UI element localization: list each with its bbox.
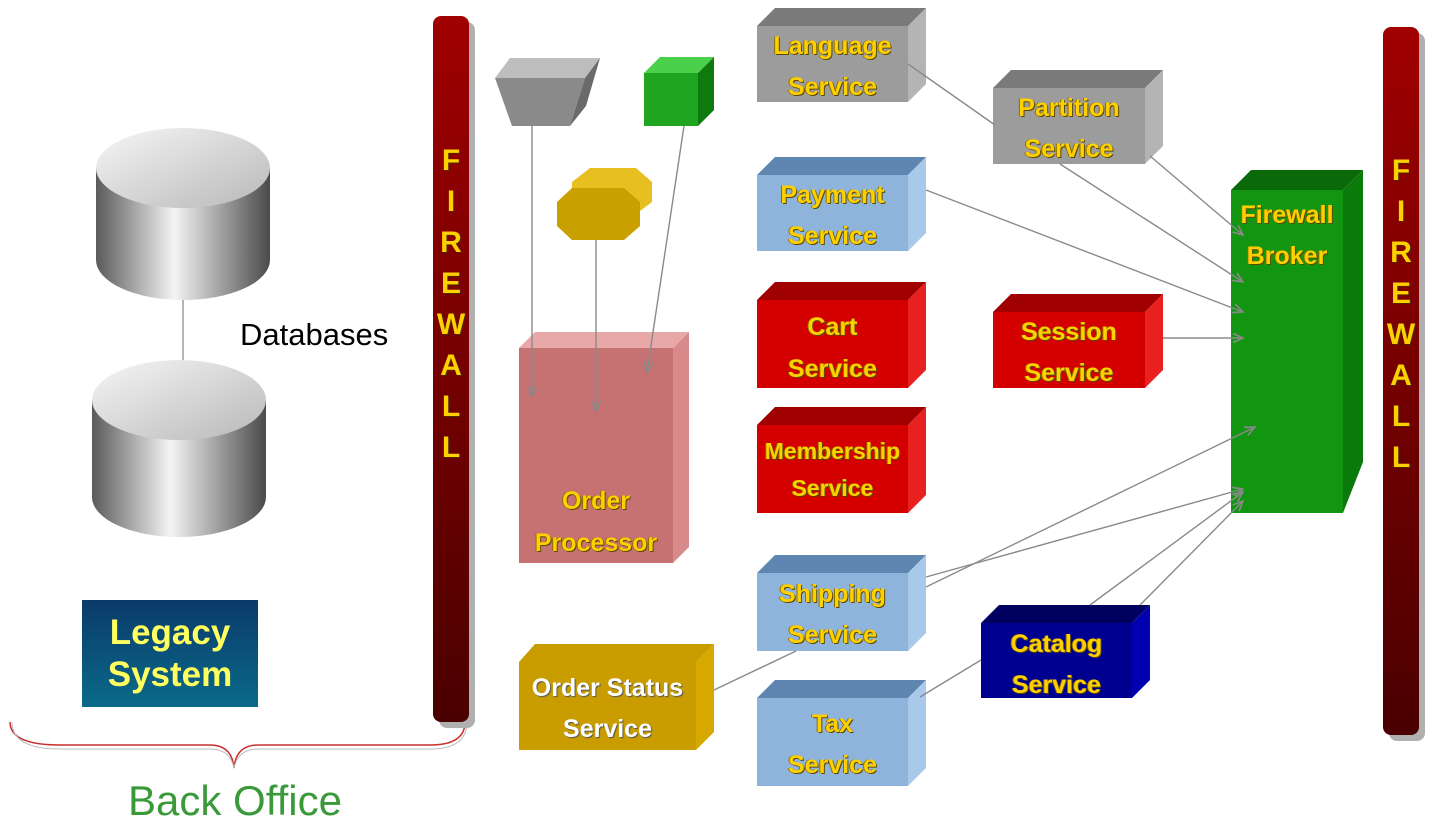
label-line: Payment <box>780 181 885 209</box>
green-cube-component <box>644 57 714 126</box>
shipping-service-label: Shipping Service <box>757 574 908 656</box>
fw-right-letter: I <box>1396 195 1406 228</box>
fw-left-letter: A <box>440 349 462 382</box>
partition-service-label: Partition Service <box>993 88 1145 170</box>
fw-left-letter: I <box>446 185 456 218</box>
membership-service-box <box>757 407 926 513</box>
payment-service-label: Payment Service <box>757 175 908 257</box>
fw-right-letter: L <box>1391 441 1411 474</box>
fw-right-letter: A <box>1390 359 1412 392</box>
session-service-box <box>993 294 1163 388</box>
payment-service-box <box>757 157 926 251</box>
label-line: Service <box>563 715 652 743</box>
tax-service-box <box>757 680 926 786</box>
label-line: Order Status <box>531 674 684 702</box>
label-line: Catalog <box>1010 630 1103 658</box>
label-line: Tax <box>811 710 854 738</box>
label-line: Language <box>773 32 892 60</box>
label-line: Shipping <box>779 580 886 608</box>
fw-left-letter: W <box>436 308 466 341</box>
language-service-label: Language Service <box>757 26 908 108</box>
catalog-service-box <box>981 605 1150 698</box>
label-line: Order <box>561 487 631 515</box>
gray-trapezoid-component <box>495 58 600 126</box>
label-line: Service <box>1024 135 1114 163</box>
label-line: Broker <box>1246 242 1328 270</box>
fw-right-letter: F <box>1391 154 1411 187</box>
fw-left-letter: L <box>441 431 461 464</box>
tax-service-label: Tax Service <box>757 704 908 786</box>
label-line: Service <box>788 73 877 101</box>
label-line: Service <box>791 475 874 501</box>
cart-service-label: Cart Service <box>757 306 908 390</box>
membership-service-label: Membership Service <box>752 433 913 507</box>
firewall-right-bar <box>1383 27 1425 741</box>
firewall-right-text: F I R E W A L L <box>1383 150 1419 478</box>
order-status-box <box>519 644 714 750</box>
firewall-broker-label: Firewall Broker <box>1231 195 1343 277</box>
cart-service-box <box>757 282 926 388</box>
fw-left-letter: E <box>440 267 461 300</box>
label-line: Processor <box>534 529 658 557</box>
catalog-service-label: Catalog Service <box>981 624 1132 706</box>
order-processor-label: Order Processor <box>519 480 673 564</box>
firewall-broker-box <box>1231 170 1363 513</box>
fw-right-letter: W <box>1386 318 1416 351</box>
label-line: Cart <box>807 313 858 341</box>
label-line: Service <box>788 751 877 779</box>
label-line: Service <box>1012 671 1101 699</box>
connector-lines <box>532 63 1255 698</box>
label-line: Session <box>1021 318 1117 346</box>
fw-left-letter: R <box>440 226 462 259</box>
label-line: Service <box>788 355 877 383</box>
label-line: Service <box>1024 359 1114 387</box>
fw-left-letter: F <box>441 144 461 177</box>
fw-right-letter: L <box>1391 400 1411 433</box>
database-cylinder-bottom <box>92 360 266 537</box>
legacy-system-box <box>82 600 258 707</box>
gold-octagon-component <box>557 168 652 240</box>
label-line: Service <box>788 222 877 250</box>
firewall-left-text: F I R E W A L L <box>433 140 469 468</box>
shipping-service-box <box>757 555 926 651</box>
fw-right-letter: R <box>1390 236 1412 269</box>
language-service-box <box>757 8 926 102</box>
label-line: Firewall <box>1240 201 1334 229</box>
partition-service-box <box>993 70 1163 164</box>
label-line: Membership <box>764 438 901 464</box>
order-status-label: Order Status Service <box>514 668 701 750</box>
legacy-line-1: Legacy <box>109 613 231 652</box>
fw-right-letter: E <box>1390 277 1411 310</box>
label-line: Service <box>788 621 877 649</box>
back-office-brace <box>9 721 466 769</box>
database-cylinder-top <box>96 128 270 300</box>
legacy-line-2: System <box>107 655 233 694</box>
back-office-label: Back Office <box>128 777 342 824</box>
session-service-label: Session Service <box>993 312 1145 394</box>
legacy-system-label: Legacy System <box>82 612 258 696</box>
firewall-left-bar <box>433 16 475 728</box>
databases-label: Databases <box>240 317 389 352</box>
fw-left-letter: L <box>441 390 461 423</box>
label-line: Partition <box>1018 94 1120 122</box>
